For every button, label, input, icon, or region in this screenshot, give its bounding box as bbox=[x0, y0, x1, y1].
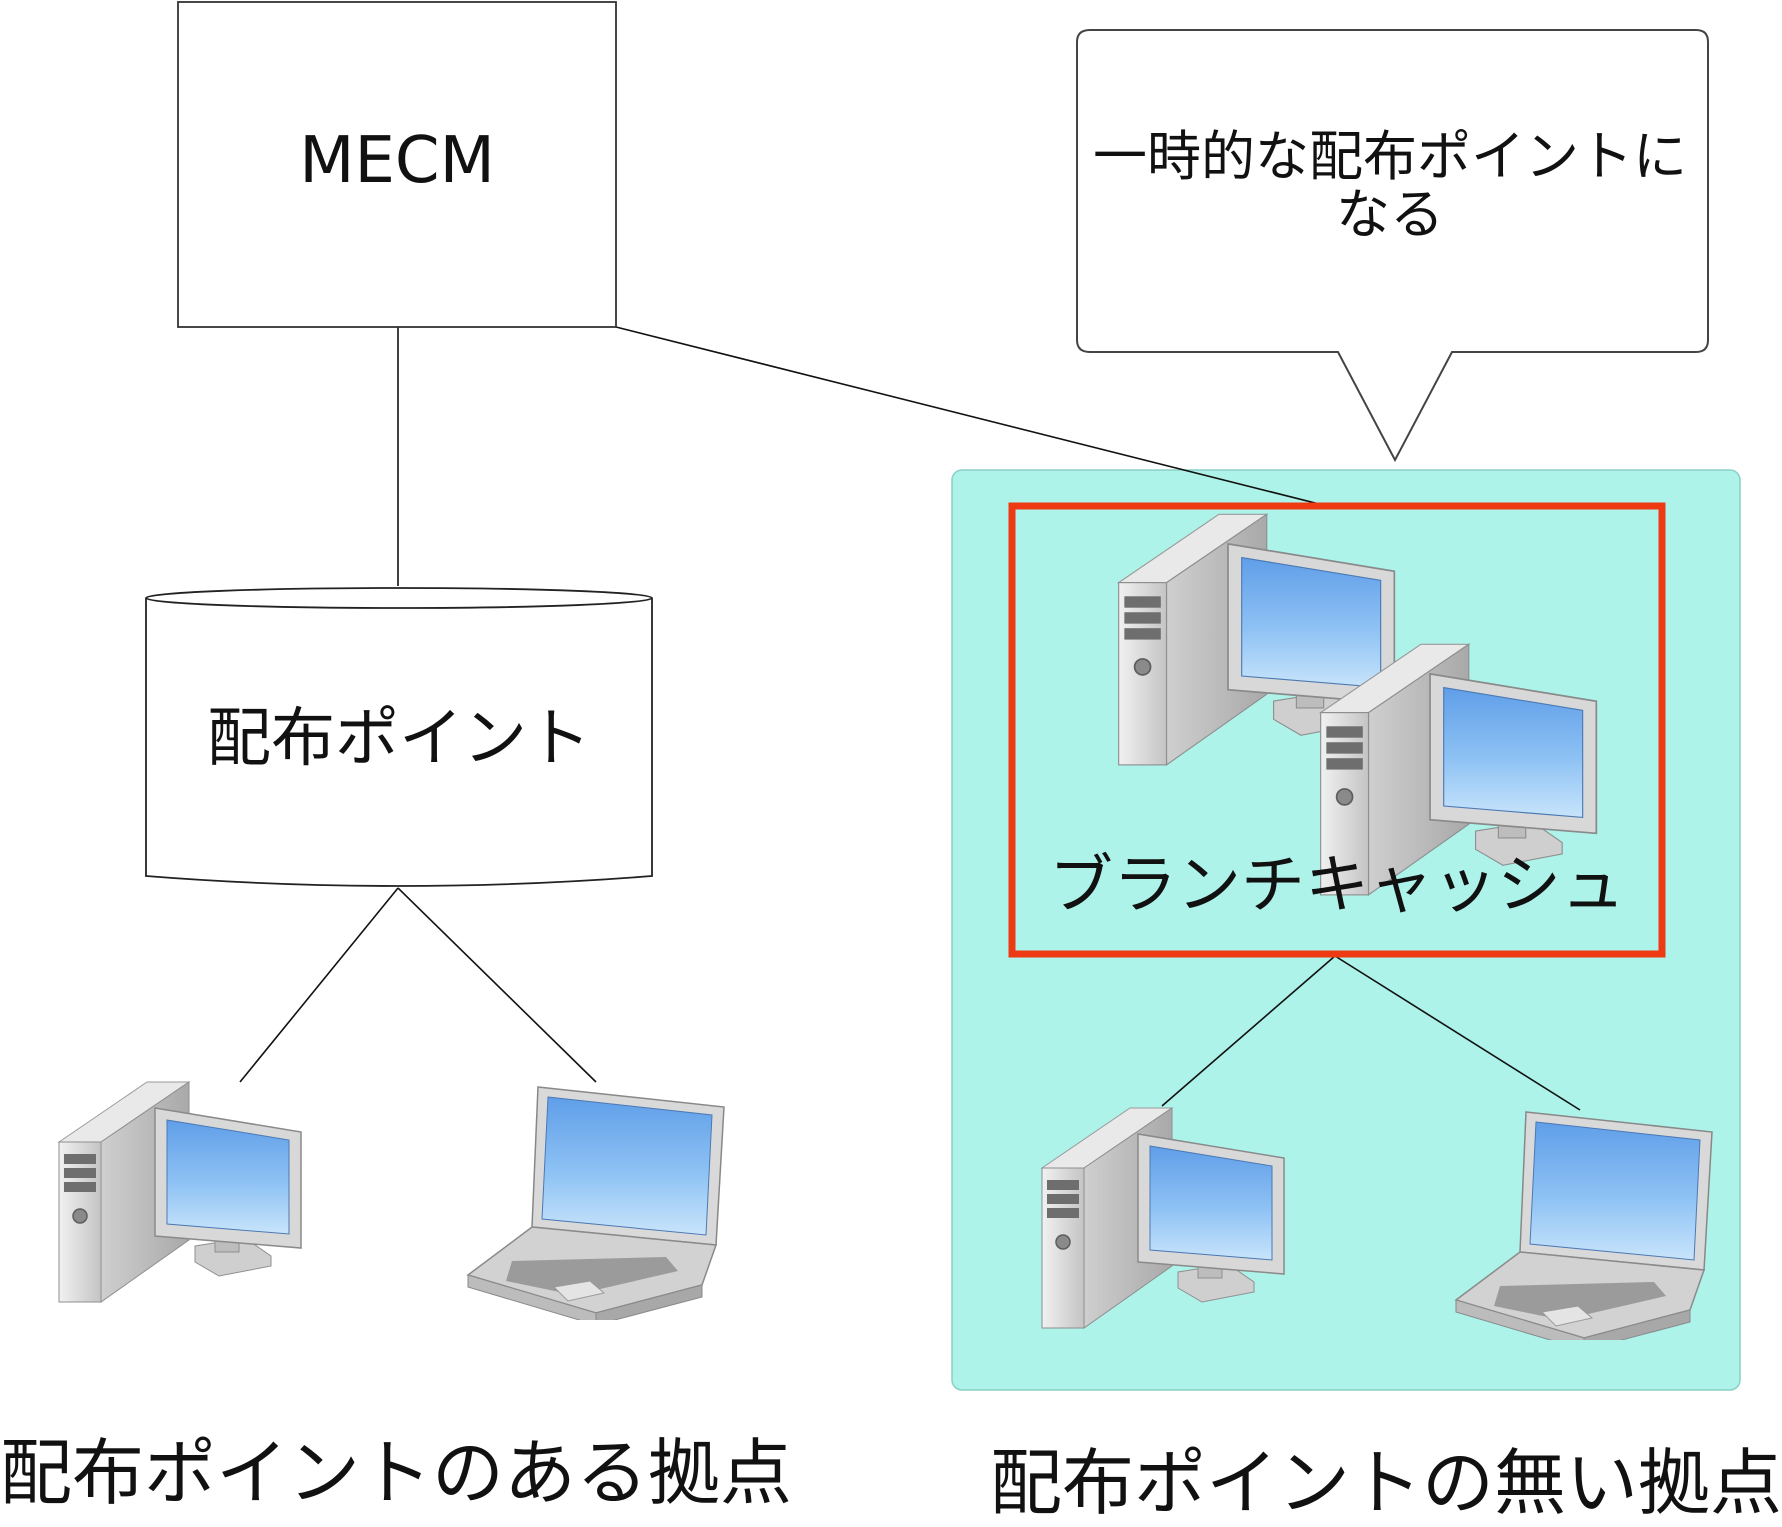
distribution-point-cylinder bbox=[145, 587, 653, 887]
connector-bc-to-laptop bbox=[1334, 955, 1581, 1111]
mecm-box bbox=[177, 1, 617, 328]
connector-bc-to-desktop bbox=[1161, 955, 1336, 1107]
mecm-label: MECM bbox=[299, 124, 495, 198]
branch-cache-box bbox=[1008, 502, 1666, 958]
branch-cache-label: ブランチキャッシュ bbox=[1049, 849, 1625, 923]
callout-bubble bbox=[1076, 29, 1709, 463]
site-without-dp-label: 配布ポイントの無い拠点 bbox=[990, 1441, 1782, 1525]
connector-mecm-to-branchcache bbox=[615, 326, 1336, 509]
connector-dp-to-laptop bbox=[397, 887, 597, 1083]
desktop-computer-icon bbox=[58, 1081, 302, 1303]
distribution-point-label: 配布ポイント bbox=[207, 702, 591, 776]
connector-dp-to-desktop bbox=[239, 887, 399, 1083]
site-with-dp-label: 配布ポイントのある拠点 bbox=[0, 1431, 793, 1515]
callout-text: 一時的な配布ポイントになる bbox=[1093, 125, 1687, 247]
laptop-icon bbox=[467, 1086, 725, 1320]
